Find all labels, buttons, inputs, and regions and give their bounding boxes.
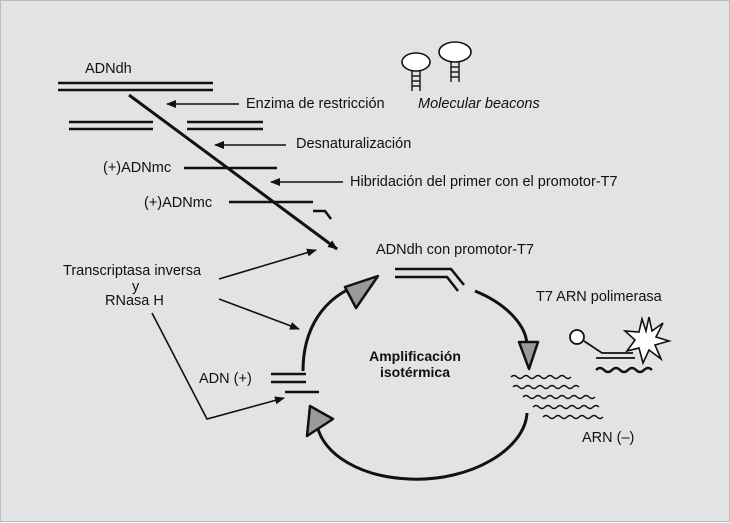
label-y: y [132,279,140,295]
label-adndh: ADNdh [85,61,132,77]
fluorescence-star-icon [622,316,672,366]
label-hibridacion: Hibridación del primer con el promotor-T… [350,174,618,190]
primer-t7 [313,209,332,220]
rnasa-arrow [218,298,300,330]
cut-fragments [69,120,263,131]
transcriptasa-arrow [218,248,317,280]
label-t7-arn-polimerasa: T7 ARN polimerasa [536,289,662,305]
adn-plus-strands [271,372,319,394]
label-transcriptasa: Transcriptasa inversa [63,263,202,279]
arn-minus-waves [510,374,604,420]
process-diagonal-arrow [128,93,338,251]
label-molecular-beacons: Molecular beacons [418,96,540,112]
label-isotermica: isotérmica [379,364,451,380]
label-adn-plus: ADN (+) [199,371,252,387]
amplification-cycle [301,282,529,481]
label-rnasa: RNasa H [105,293,164,309]
cycle-arrowheads [305,274,540,438]
adndh-t7-strand-top [395,267,465,286]
label-amplificacion: Amplificación [369,348,461,364]
adndh-strands [58,81,213,92]
label-adndh-promotor: ADNdh con promotor-T7 [376,242,534,258]
label-enzima: Enzima de restricción [246,96,385,112]
rnasa-to-adn-arrow [151,312,285,420]
label-arn-minus: ARN (–) [582,430,635,446]
label-adnmc-2: (+)ADNmc [144,195,213,211]
label-desnaturalizacion: Desnaturalización [296,136,412,152]
molecular-beacon-icon [401,41,472,91]
adndh-t7-strand-bottom [395,275,459,292]
label-adnmc-1: (+)ADNmc [103,160,172,176]
open-beacon-fluorescence-icon [569,316,672,374]
